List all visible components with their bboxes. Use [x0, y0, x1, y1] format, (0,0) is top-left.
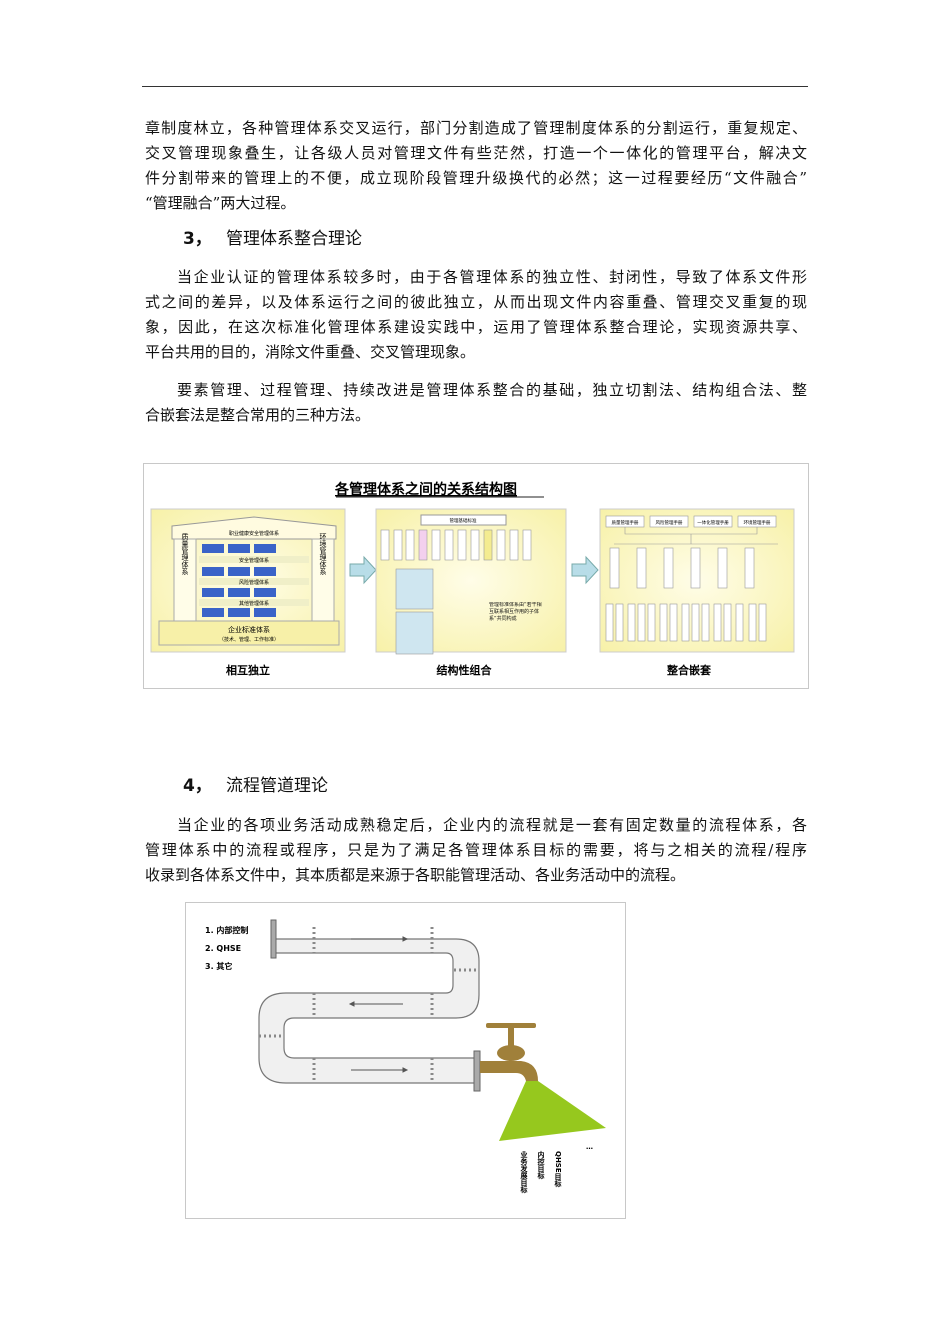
figure-management-structure: 各管理体系之间的关系结构图 职业健康安全管理体系 质量管理体系 环境管理体系 安… [143, 463, 809, 689]
manual-label: 一体化管理手册 [697, 519, 729, 526]
legend-item: 1. 内部控制 [205, 925, 248, 935]
heading-number: 3， [183, 229, 212, 249]
panel-structural: 管理基础标准 管理标准体系由“若干相互联系相互作用的子体系”共同构成 [375, 508, 567, 655]
flow-arrow-icon [348, 936, 409, 1073]
middle-note: 管理标准体系由“若干相互联系相互作用的子体系”共同构成 [489, 602, 542, 622]
manual-label: 环境管理手册 [744, 519, 771, 526]
text-line: 当企业的各项业务活动成熟稳定后，企业内的流程就是一套有固定数量的流程体系，各 [177, 816, 807, 834]
arrow-icon [571, 555, 599, 585]
legend-item: 2. QHSE [205, 944, 241, 953]
manual-label: 质量管理手册 [612, 519, 639, 526]
roof-label: 职业健康安全管理体系 [229, 530, 279, 537]
right-pillar-label: 环境管理体系 [319, 533, 327, 575]
header-rule [142, 86, 808, 87]
floor-label: 安全管理体系 [239, 557, 269, 564]
faucet-icon [480, 1023, 538, 1081]
text-line: 件分割带来的管理上的不便，成立现阶段管理升级换代的必然；这一过程要经历“文件融合… [145, 169, 807, 187]
section-heading-3: 3， 管理体系整合理论 [183, 224, 362, 249]
manual-label: 风险管理手册 [656, 519, 683, 526]
output-label: … [586, 1143, 593, 1151]
floor-label: 风险管理体系 [239, 579, 269, 586]
output-label: QHSE目标 [554, 1151, 563, 1188]
heading-number: 4， [183, 776, 212, 796]
heading-title: 管理体系整合理论 [226, 229, 362, 249]
panel-caption: 整合嵌套 [666, 663, 712, 677]
section-heading-4: 4， 流程管道理论 [183, 771, 328, 796]
panel-nested: 质量管理手册 风险管理手册 一体化管理手册 环境管理手册 [599, 508, 795, 653]
figure-process-pipeline: 1. 内部控制 2. QHSE 3. 其它 [185, 902, 626, 1219]
text-line: 合嵌套法是整合常用的三种方法。 [145, 406, 371, 424]
text-line: 章制度林立，各种管理体系交叉运行，部门分割造成了管理制度体系的分割运行，重复规定… [145, 119, 807, 137]
pipe-cap [270, 919, 277, 959]
text-line: 象，因此，在这次标准化管理体系建设实践中，运用了管理体系整合理论，实现资源共享、 [145, 318, 807, 336]
legend-item: 3. 其它 [205, 961, 232, 971]
pipe-flange [473, 1050, 481, 1092]
text-line: “管理融合”两大过程。 [145, 194, 296, 212]
panel-caption: 相互独立 [226, 663, 270, 677]
text-line: 交叉管理现象叠生，让各级人员对管理文件有些茫然，打造一个一体化的管理平台，解决文 [145, 144, 807, 162]
output-label: 业务发展目标 [520, 1150, 529, 1194]
base-sub-label: （技术、管理、工作标准） [219, 636, 279, 643]
panel-caption: 结构性组合 [436, 663, 493, 677]
paragraph-3: 要素管理、过程管理、持续改进是管理体系整合的基础，独立切割法、结构组合法、整合嵌… [145, 378, 807, 428]
heading-title: 流程管道理论 [226, 776, 328, 796]
output-label: 内控目标 [537, 1150, 546, 1180]
panel-independent: 职业健康安全管理体系 质量管理体系 环境管理体系 安全管理体系 风险管理体系 其… [150, 508, 346, 653]
text-line: 收录到各体系文件中，其本质都是来源于各职能管理活动、各业务活动中的流程。 [145, 866, 686, 884]
floor-label: 其他管理体系 [239, 600, 269, 607]
water-spray [499, 1081, 606, 1141]
text-line: 管理体系中的流程或程序，只是为了满足各管理体系目标的需要，将与之相关的流程/程序 [145, 841, 807, 859]
text-line: 平台共用的目的，消除文件重叠、交叉管理现象。 [145, 343, 476, 361]
base-label: 企业标准体系 [228, 625, 270, 634]
middle-top-label: 管理基础标准 [450, 517, 477, 524]
text-line: 当企业认证的管理体系较多时，由于各管理体系的独立性、封闭性，导致了体系文件形 [177, 268, 807, 286]
paragraph-2: 当企业认证的管理体系较多时，由于各管理体系的独立性、封闭性，导致了体系文件形式之… [145, 265, 807, 365]
paragraph-1: 章制度林立，各种管理体系交叉运行，部门分割造成了管理制度体系的分割运行，重复规定… [145, 116, 807, 216]
paragraph-4: 当企业的各项业务活动成熟稳定后，企业内的流程就是一套有固定数量的流程体系，各管理… [145, 813, 807, 888]
left-pillar-label: 质量管理体系 [181, 532, 189, 575]
pipe [258, 938, 480, 1084]
text-line: 要素管理、过程管理、持续改进是管理体系整合的基础，独立切割法、结构组合法、整 [177, 381, 807, 399]
text-line: 式之间的差异，以及体系运行之间的彼此独立，从而出现文件内容重叠、管理交叉重复的现 [145, 293, 807, 311]
arrow-icon [349, 555, 377, 585]
figure-title: 各管理体系之间的关系结构图 [334, 481, 517, 498]
